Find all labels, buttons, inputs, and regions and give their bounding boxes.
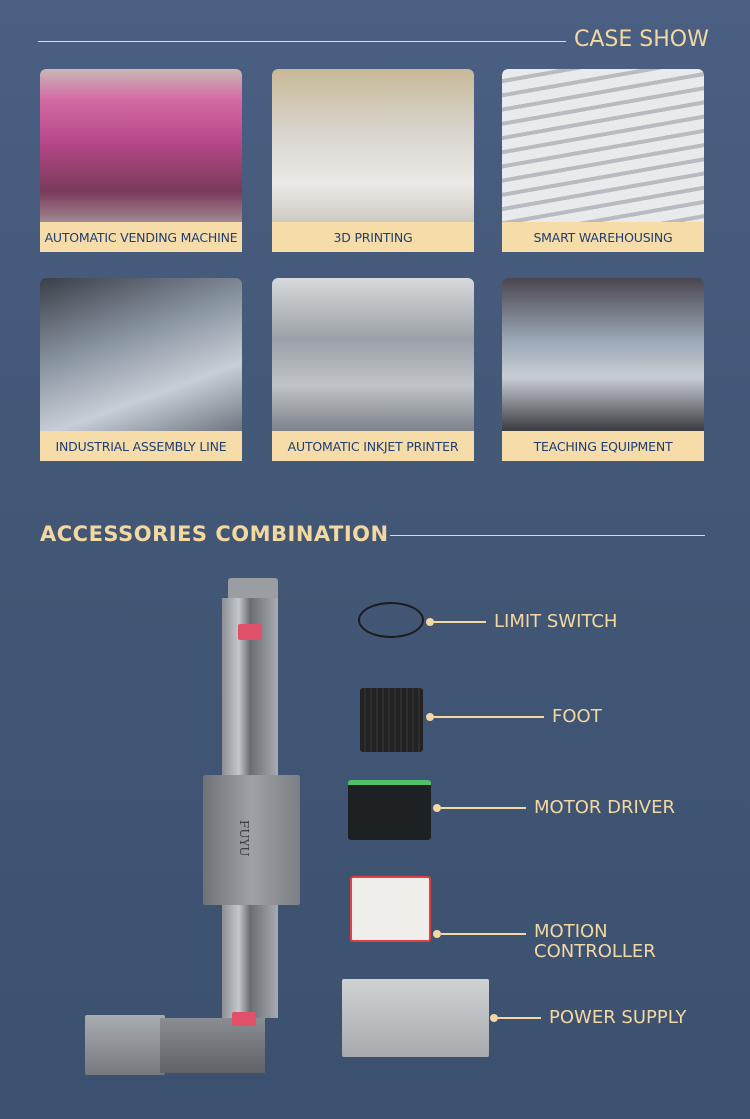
- accessory-label: MOTOR DRIVER: [534, 797, 675, 818]
- callout-motor-driver: MOTOR DRIVER: [433, 798, 675, 818]
- case-card: AUTOMATIC VENDING MACHINE: [40, 69, 242, 252]
- motor-driver-image: [348, 780, 431, 840]
- case-card: 3D PRINTING: [272, 69, 474, 252]
- callout-limit-switch: LIMIT SWITCH: [426, 612, 617, 632]
- accessory-label: LIMIT SWITCH: [494, 611, 618, 632]
- accessories-divider: [390, 535, 705, 536]
- case-label: TEACHING EQUIPMENT: [502, 431, 704, 461]
- case-image: [40, 278, 242, 431]
- case-image: [502, 278, 704, 431]
- callout-power-supply: POWER SUPPLY: [490, 1008, 686, 1028]
- case-card: AUTOMATIC INKJET PRINTER: [272, 278, 474, 461]
- case-image: [502, 69, 704, 222]
- accessory-label: FOOT: [552, 706, 602, 727]
- case-label: AUTOMATIC INKJET PRINTER: [272, 431, 474, 461]
- accessory-label: MOTION CONTROLLER: [534, 921, 656, 962]
- case-image: [40, 69, 242, 222]
- case-image: [272, 69, 474, 222]
- case-card: SMART WAREHOUSING: [502, 69, 704, 252]
- case-card: INDUSTRIAL ASSEMBLY LINE: [40, 278, 242, 461]
- limit-switch-image: [358, 602, 424, 638]
- callout-motion-controller: MOTION CONTROLLER: [433, 906, 664, 962]
- brand-logo: FUYU: [237, 820, 251, 857]
- motion-controller-image: [350, 876, 431, 942]
- case-show-title: CASE SHOW: [574, 27, 709, 52]
- case-label: 3D PRINTING: [272, 222, 474, 252]
- case-label: INDUSTRIAL ASSEMBLY LINE: [40, 431, 242, 461]
- foot-image: [360, 688, 423, 752]
- case-show-divider: [38, 41, 566, 42]
- case-label: SMART WAREHOUSING: [502, 222, 704, 252]
- accessories-title: ACCESSORIES COMBINATION: [40, 522, 389, 546]
- case-card: TEACHING EQUIPMENT: [502, 278, 704, 461]
- power-supply-image: [342, 979, 489, 1057]
- callout-foot: FOOT: [426, 707, 602, 727]
- case-image: [272, 278, 474, 431]
- accessory-label: POWER SUPPLY: [549, 1007, 687, 1028]
- case-label: AUTOMATIC VENDING MACHINE: [40, 222, 242, 252]
